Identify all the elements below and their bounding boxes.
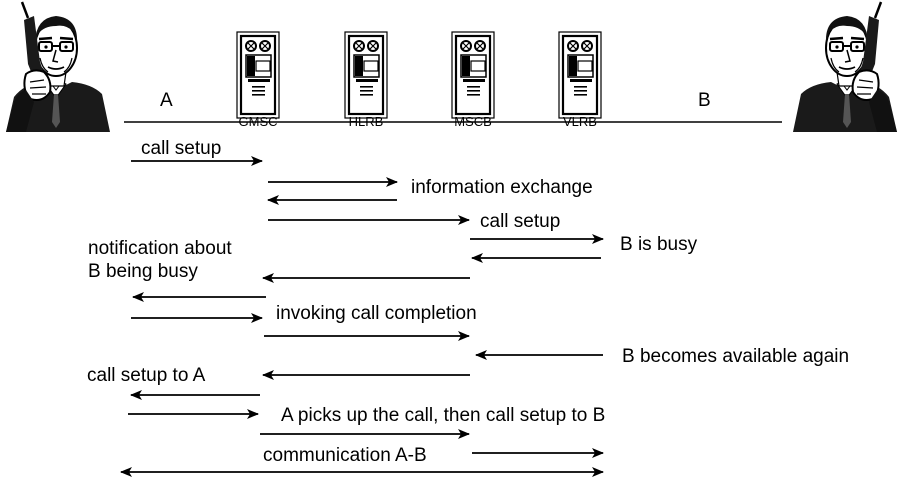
person-on-phone-icon [791, 0, 899, 134]
switch-equipment-icon [343, 30, 389, 120]
message-label: notification about [88, 238, 232, 259]
message-label: information exchange [411, 177, 593, 198]
message-label: B becomes available again [622, 346, 849, 367]
switch-equipment-icon [235, 30, 281, 120]
message-label: call setup [480, 211, 560, 232]
switch-equipment-icon [557, 30, 603, 120]
node-label: VLRB [563, 114, 597, 129]
message-label: call setup [141, 138, 221, 159]
party-a-label: A [160, 90, 173, 111]
mscb-node: MSCB [450, 30, 496, 129]
vlrb-node: VLRB [557, 30, 603, 129]
hlrb-node: HLRB [343, 30, 389, 129]
switch-equipment-icon [450, 30, 496, 120]
gmsc-node: GMSC [235, 30, 281, 129]
node-label: GMSC [239, 114, 278, 129]
person-on-phone-icon [4, 0, 112, 134]
message-label: B being busy [88, 261, 198, 282]
message-label: invoking call completion [276, 303, 477, 324]
node-label: HLRB [349, 114, 384, 129]
message-label: B is busy [620, 234, 698, 255]
message-label: A picks up the call, then call setup to … [281, 405, 605, 426]
node-label: MSCB [454, 114, 492, 129]
message-label: call setup to A [87, 365, 206, 386]
message-label: communication A-B [263, 445, 427, 466]
party-b-label: B [698, 90, 711, 111]
